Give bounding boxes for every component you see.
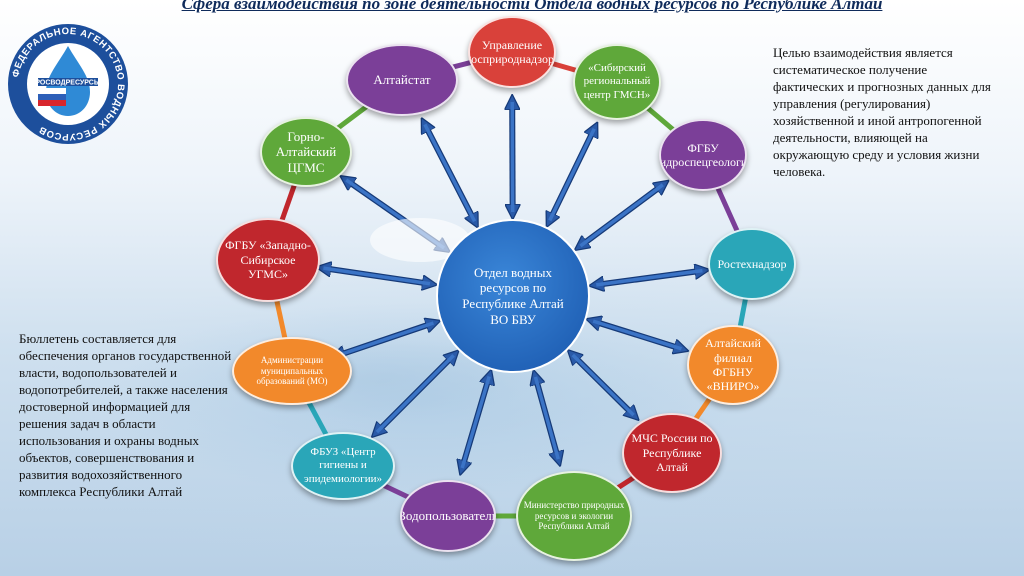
node-label: «Сибирский региональный центр ГМСН» (583, 62, 651, 101)
double-arrow-fill (336, 321, 435, 358)
center-node-label: Отдел водных ресурсов по Республике Алта… (462, 264, 564, 327)
double-arrow-fill (533, 376, 560, 460)
node-label: Министерство природных ресурсов и эколог… (523, 499, 625, 532)
node-label: Алтайстат (373, 72, 431, 88)
node-vniro: Алтайский филиал ФГБНУ «ВНИРО» (687, 325, 779, 405)
double-arrow-fill (571, 353, 635, 417)
double-arrow-fill (423, 123, 477, 223)
node-zapsib: ФГБУ «Западно-Сибирское УГМС» (216, 218, 320, 302)
bulletin-description-text: Бюллетень составляется для обеспечения о… (19, 331, 232, 499)
node-label: Алтайский филиал ФГБНУ «ВНИРО» (705, 336, 761, 394)
node-label: Водопользователи (400, 508, 496, 524)
double-arrow-fill (460, 376, 491, 469)
center-node-circle (436, 219, 590, 373)
water-drop-decoration (370, 218, 470, 262)
node-admin-mo: Администрации муниципальных образований … (232, 337, 352, 405)
node-label: ФБУЗ «Центр гигиены и эпидемиологии» (304, 446, 382, 485)
page-title: Сфера взаимодействия по зоне деятельност… (181, 0, 883, 13)
double-arrow-fill (592, 319, 682, 351)
node-minprirod: Министерство природных ресурсов и эколог… (516, 471, 632, 561)
node-rostehnadzor: Ростехнадзор (708, 228, 796, 300)
goal-description-text: Целью взаимодействия является систематич… (773, 45, 991, 179)
double-arrow-fill (548, 128, 596, 222)
node-label: ФГБУ «Западно-Сибирское УГМС» (225, 238, 311, 282)
node-fbuz: ФБУЗ «Центр гигиены и эпидемиологии» (291, 432, 395, 500)
node-gorno-altai: Горно-Алтайский ЦГМС (260, 117, 352, 187)
double-arrow-fill (596, 268, 703, 287)
node-altaistat: Алтайстат (346, 44, 458, 116)
node-label: ФГБУ «Гидроспецгеология» (659, 140, 747, 169)
logo-brand-text: РОСВОДРЕСУРСЫ (35, 80, 101, 87)
double-arrow-fill (579, 183, 664, 248)
node-sib-center: «Сибирский региональный центр ГМСН» (573, 44, 661, 120)
node-label: Ростехнадзор (717, 256, 787, 271)
rosvodresursy-logo: ФЕДЕРАЛЬНОЕ АГЕНТСТВО ВОДНЫХ РЕСУРСОВ РО… (8, 24, 128, 144)
node-gidrospec: ФГБУ «Гидроспецгеология» (659, 119, 747, 191)
node-label: Управление Росприроднадзора (468, 37, 556, 66)
node-rosprirod: Управление Росприроднадзора (468, 16, 556, 88)
node-label: Горно-Алтайский ЦГМС (275, 128, 337, 175)
node-vodopolz: Водопользователи (400, 480, 496, 552)
double-arrow-fill (375, 354, 455, 434)
double-arrow-fill (323, 266, 431, 286)
node-mchs: МЧС России по Республике Алтай (622, 413, 722, 493)
node-label: Администрации муниципальных образований … (256, 354, 328, 387)
node-label: МЧС России по Республике Алтай (631, 431, 713, 475)
